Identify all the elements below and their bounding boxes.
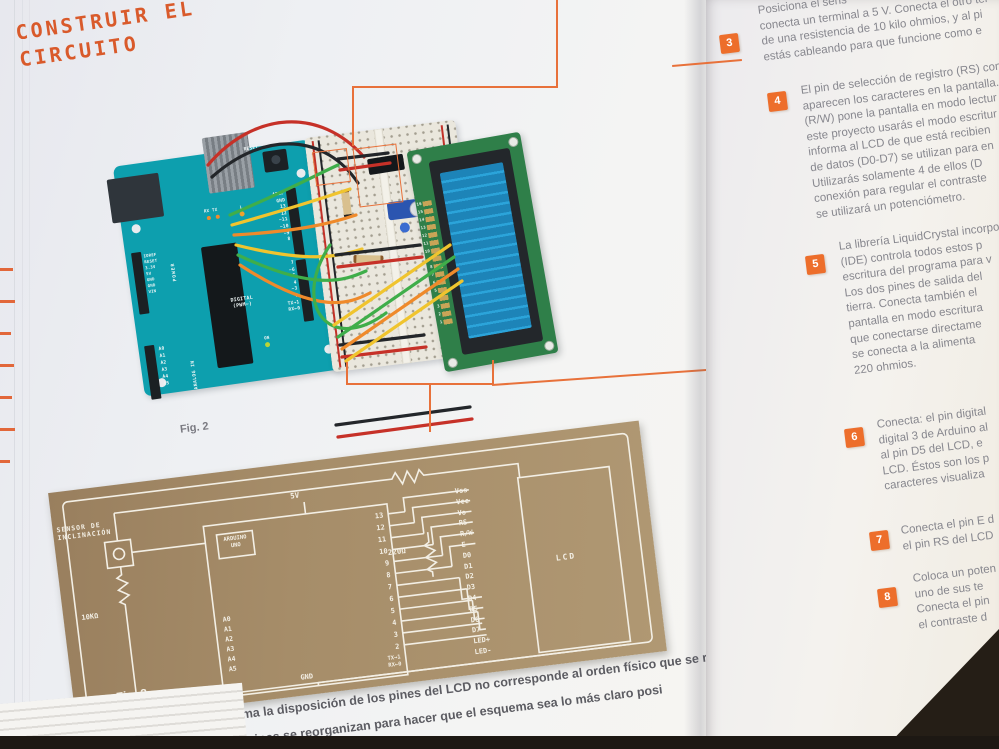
edge-rule-dash [0, 300, 15, 303]
rx-led [206, 215, 212, 221]
screw-hole [447, 357, 459, 369]
edge-rule-dash [0, 332, 11, 335]
digital-header-pins [285, 187, 305, 257]
fig2-caption: Fig. 2 [179, 420, 210, 436]
on-led [264, 341, 271, 348]
tx-led [215, 214, 221, 220]
mount-hole [295, 168, 307, 179]
5v-label: 5V [289, 490, 300, 501]
left-page: CONSTRUIR EL CIRCUITO RESET AREF GND 13 … [0, 0, 835, 749]
step-number-badge: 3 [718, 32, 741, 55]
l-led-label: L [239, 204, 243, 210]
schematic-fig3: SENSOR DE INCLINACIÓN 10KΩ ARDUINO UNO 5… [48, 420, 667, 724]
edge-rule-dash [0, 428, 15, 431]
sensor-resistor-10k [113, 513, 139, 705]
page-edge-line [29, 0, 30, 720]
edge-rule-dash [0, 364, 14, 367]
callout-rect [312, 147, 351, 187]
callout-line [429, 384, 431, 432]
lcd-screen [439, 162, 532, 339]
lcd-box [516, 465, 632, 654]
step-number-badge: 8 [876, 586, 899, 609]
mount-hole [131, 223, 142, 234]
usb-connector [106, 172, 165, 224]
capacitor [399, 221, 411, 234]
callout-line [352, 86, 354, 146]
wire-red [336, 417, 474, 439]
power-header-label: POWER [170, 262, 179, 282]
wire-black [334, 405, 472, 427]
callout-line [556, 0, 558, 88]
page-edge-line [22, 0, 23, 720]
digital-header-label: DIGITAL (PWM~) [230, 294, 254, 310]
edge-rule-dash [0, 268, 13, 271]
reset-label: RESET [243, 145, 259, 153]
resistor [353, 254, 384, 264]
callout-line [492, 360, 494, 384]
top-bus-5v [113, 462, 521, 515]
edge-rule-dash [0, 460, 10, 463]
arduino-board: RESET AREF GND 13 12 ~11 ~10 ~9 8 7 ~6 ~… [106, 131, 342, 400]
bottom-bus-gnd [317, 643, 631, 686]
edge-rule-dash [0, 396, 12, 399]
digital-pin-labels-2: 7 ~6 ~5 4 ~3 2 TX→1 RX←0 [287, 260, 301, 313]
resistor-220-symbol [422, 532, 438, 577]
usb-metal-block [201, 131, 256, 194]
right-page [706, 0, 999, 749]
arduino-pin-stubs [388, 510, 487, 646]
step-number-badge: 6 [843, 426, 866, 449]
callout-rect [352, 143, 404, 208]
arduino-mini-box [215, 529, 256, 560]
background-strip [0, 736, 999, 749]
schematic-lines [62, 432, 653, 712]
digital-pin-labels-1: AREF GND 13 12 ~11 ~10 ~9 8 [272, 191, 292, 243]
step-number-badge: 5 [804, 253, 827, 276]
arduino-box [202, 503, 409, 699]
rxtx-led-label: RX TX [203, 206, 218, 214]
resistor [340, 189, 353, 218]
page-edge-line [14, 0, 15, 720]
callout-line [352, 86, 558, 88]
callout-line [346, 362, 348, 384]
page-title: CONSTRUIR EL CIRCUITO [14, 0, 197, 72]
step-number-badge: 7 [868, 529, 891, 552]
step-number-badge: 4 [766, 90, 789, 113]
sensor-symbol-circle [112, 547, 126, 561]
l-led [239, 211, 245, 217]
analog-header-label: ANALOG IN [190, 359, 200, 390]
screw-hole [411, 153, 423, 165]
gnd-label: GND [299, 672, 314, 682]
screw-hole [507, 136, 520, 148]
on-led-label: ON [263, 334, 270, 341]
callout-line [346, 383, 493, 385]
sensor-wire [131, 542, 206, 554]
routing-lines [402, 489, 486, 631]
stub-5v [303, 501, 307, 514]
screw-hole [543, 340, 556, 352]
sensor-symbol [103, 538, 135, 570]
